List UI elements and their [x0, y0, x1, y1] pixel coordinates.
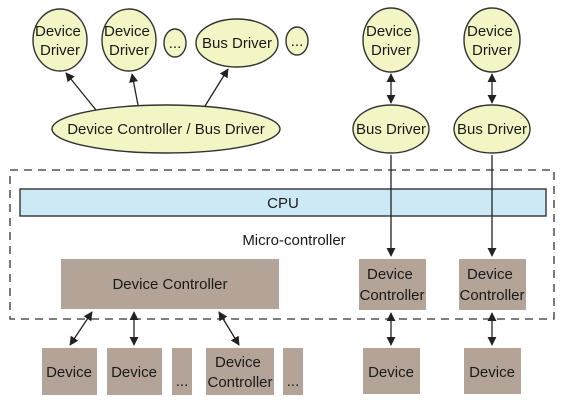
- device-controller-right-2-label: Device Controller: [459, 266, 524, 304]
- bus-driver-top-left-label: Bus Driver: [202, 35, 272, 52]
- device-box-right-1: [363, 348, 420, 394]
- device-controller-box-right-2: [459, 259, 526, 310]
- device-controller-bus-driver-ellipse: [51, 104, 281, 154]
- device-driver-right-1-label: Device Driver: [366, 23, 416, 59]
- device-driver-ellipse-right-2: [463, 7, 521, 73]
- bus-driver-ellipse-right-1: [352, 104, 430, 154]
- ellipsis-node-2: [285, 26, 309, 56]
- cpu-label: CPU: [267, 195, 299, 212]
- device-controller-box-main: [61, 259, 279, 309]
- device-box-bottom-1: [42, 348, 97, 395]
- bus-driver-right-2-label: Bus Driver: [457, 121, 527, 138]
- device-bottom-2-label: Device: [111, 364, 157, 381]
- device-right-2-label: Device: [469, 364, 515, 381]
- device-controller-main-label: Device Controller: [112, 276, 227, 293]
- ellipsis-2-label: ...: [291, 33, 304, 50]
- ellipsis-box-bottom-2: [283, 348, 303, 395]
- arrow-to-bus-driver-top-left: [204, 68, 229, 107]
- arrow-to-device-driver-1: [65, 72, 97, 111]
- device-bottom-1-label: Device: [46, 364, 92, 381]
- device-controller-box-bottom: [206, 348, 274, 395]
- device-driver-2-label: Device Driver: [104, 23, 154, 59]
- device-controller-box-right-1: [359, 259, 426, 310]
- device-box-right-2: [464, 348, 521, 394]
- device-driver-ellipse-1: [32, 8, 88, 72]
- bus-driver-ellipse-top-left: [195, 18, 279, 68]
- arrow-to-bottom-device-controller: [218, 311, 240, 346]
- device-controller-bottom-label: Device Controller: [207, 354, 272, 391]
- ellipsis-bottom-2-label: ...: [287, 373, 300, 390]
- arrow-to-device-driver-2: [129, 73, 139, 106]
- ellipsis-1-label: ...: [169, 35, 182, 52]
- ellipsis-box-bottom-1: [172, 348, 192, 395]
- ellipsis-node-1: [163, 28, 187, 58]
- device-driver-ellipse-right-1: [362, 7, 420, 73]
- device-driver-ellipse-2: [101, 8, 157, 72]
- device-box-bottom-2: [107, 348, 162, 395]
- device-controller-right-1-label: Device Controller: [359, 266, 424, 304]
- device-right-1-label: Device: [368, 364, 414, 381]
- device-driver-1-label: Device Driver: [35, 23, 85, 59]
- cpu-bar: [19, 188, 547, 217]
- micro-controller-label: Micro-controller: [242, 232, 345, 249]
- micro-controller-region: [9, 169, 555, 320]
- device-controller-bus-driver-label: Device Controller / Bus Driver: [67, 121, 265, 138]
- bus-driver-ellipse-right-2: [453, 104, 531, 154]
- ellipsis-bottom-1-label: ...: [176, 373, 189, 390]
- arrow-to-device-1: [69, 311, 93, 346]
- bus-driver-right-1-label: Bus Driver: [356, 121, 426, 138]
- device-driver-right-2-label: Device Driver: [467, 23, 517, 59]
